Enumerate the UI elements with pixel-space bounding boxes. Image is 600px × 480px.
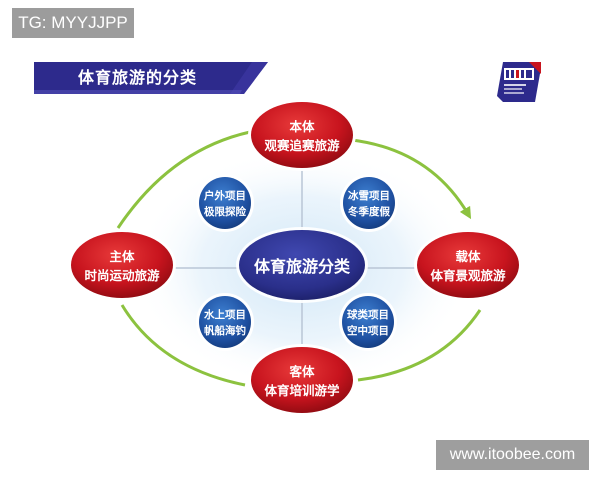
outer-node-subject: 主体 时尚运动旅游 [68, 229, 176, 301]
title-banner [34, 62, 268, 94]
outer-node-object: 客体 体育培训游学 [248, 344, 356, 416]
outer-node-ontology-line1: 本体 [289, 119, 315, 134]
inner-node-ice-snow-line2: 冬季度假 [348, 205, 390, 218]
outer-node-carrier-line1: 载体 [455, 249, 481, 264]
inner-node-water-line1: 水上项目 [203, 308, 246, 321]
inner-node-ball-line2: 空中项目 [347, 324, 389, 337]
inner-node-water-line2: 帆船海钓 [204, 324, 246, 337]
watermark-label: www.itoobee.com [436, 440, 589, 470]
inner-node-ice-snow: 冰雪项目 冬季度假 [340, 174, 398, 232]
brand-logo [497, 62, 541, 102]
arc-top-right [351, 138, 472, 220]
inner-node-ball: 球类项目 空中项目 [339, 293, 397, 351]
outer-node-carrier: 载体 体育景观旅游 [414, 229, 522, 301]
center-node-label: 体育旅游分类 [254, 257, 351, 276]
tag-label: TG: MYYJJPP [12, 8, 134, 38]
page-title: 体育旅游的分类 [78, 68, 198, 87]
outer-node-subject-line2: 时尚运动旅游 [84, 268, 160, 283]
inner-node-outdoor: 户外项目 极限探险 [196, 174, 254, 232]
outer-node-object-line1: 客体 [288, 364, 315, 379]
center-node: 体育旅游分类 [236, 227, 368, 303]
inner-node-outdoor-line2: 极限探险 [204, 205, 246, 218]
outer-node-object-line2: 体育培训游学 [264, 383, 340, 398]
outer-node-ontology-line2: 观赛追赛旅游 [264, 138, 340, 153]
inner-node-outdoor-line1: 户外项目 [203, 189, 246, 202]
inner-node-ball-line1: 球类项目 [347, 308, 389, 321]
arc-left-top [116, 130, 251, 229]
arc-right-bottom [357, 309, 482, 382]
outer-node-carrier-line2: 体育景观旅游 [430, 268, 506, 283]
outer-node-ontology: 本体 观赛追赛旅游 [248, 99, 356, 171]
inner-node-ice-snow-line1: 冰雪项目 [348, 189, 390, 202]
outer-node-subject-line1: 主体 [109, 249, 135, 264]
arc-bottom-left [120, 304, 246, 387]
inner-node-water: 水上项目 帆船海钓 [196, 293, 254, 351]
